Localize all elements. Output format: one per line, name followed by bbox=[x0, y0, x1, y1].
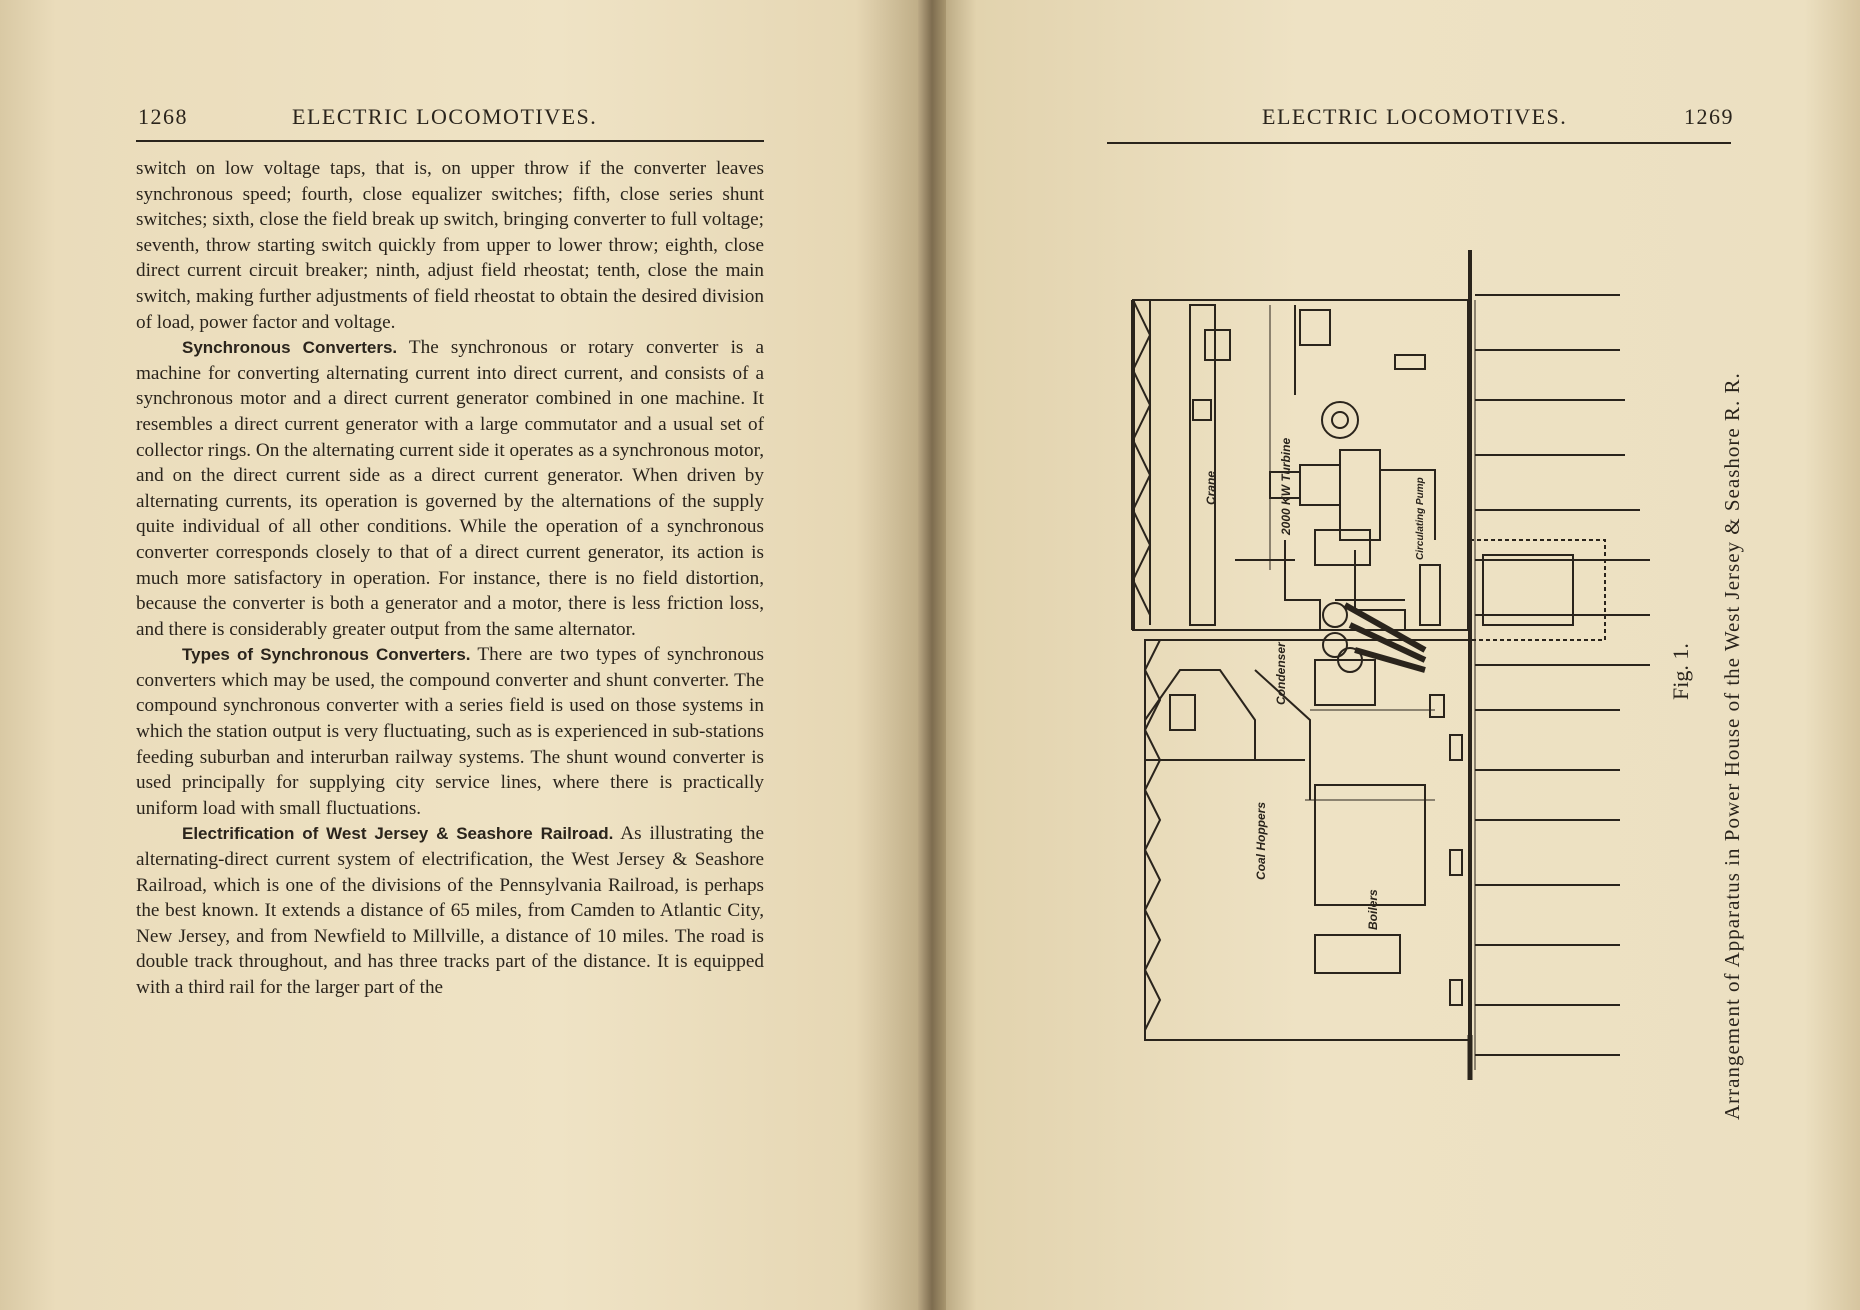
paragraph-electrification: Electrification of West Jersey & Seashor… bbox=[136, 823, 764, 998]
pump-label: Circulating Pump bbox=[1415, 477, 1426, 560]
paragraph-heading: Electrification of West Jersey & Seashor… bbox=[182, 824, 614, 844]
paragraph-heading: Types of Synchronous Converters. bbox=[182, 645, 471, 665]
left-page-number: 1268 bbox=[138, 104, 188, 129]
turbine-label: 2000 KW Turbine bbox=[1279, 438, 1293, 536]
left-page bbox=[0, 0, 930, 1310]
left-header-rule bbox=[136, 140, 764, 142]
paragraph-1: switch on low voltage taps, that is, on … bbox=[136, 158, 764, 333]
boilers-label: Boilers bbox=[1366, 889, 1380, 930]
book-gutter bbox=[918, 0, 946, 1310]
left-running-head: ELECTRIC LOCOMOTIVES. bbox=[292, 104, 598, 129]
figure-caption: Arrangement of Apparatus in Power House … bbox=[1720, 372, 1744, 1120]
right-page-number: 1269 bbox=[1684, 104, 1734, 129]
left-body-text: switch on low voltage taps, that is, on … bbox=[136, 156, 764, 1001]
paragraph-types-of-converters: Types of Synchronous Converters. There a… bbox=[136, 644, 764, 819]
power-house-diagram: Crane 2000 KW Turbine Circulating Pump C… bbox=[1131, 250, 1650, 1080]
right-header-rule bbox=[1107, 142, 1731, 144]
paragraph-synchronous-converters: Synchronous Converters. The synchronous … bbox=[136, 337, 764, 640]
condenser-label: Condenser bbox=[1274, 641, 1288, 705]
right-running-head: ELECTRIC LOCOMOTIVES. bbox=[1262, 104, 1568, 129]
crane-label: Crane bbox=[1204, 471, 1218, 505]
coal-hoppers-label: Coal Hoppers bbox=[1254, 802, 1268, 880]
figure-number: Fig. 1. bbox=[1668, 643, 1693, 700]
paragraph-heading: Synchronous Converters. bbox=[182, 338, 398, 358]
right-page bbox=[930, 0, 1860, 1310]
